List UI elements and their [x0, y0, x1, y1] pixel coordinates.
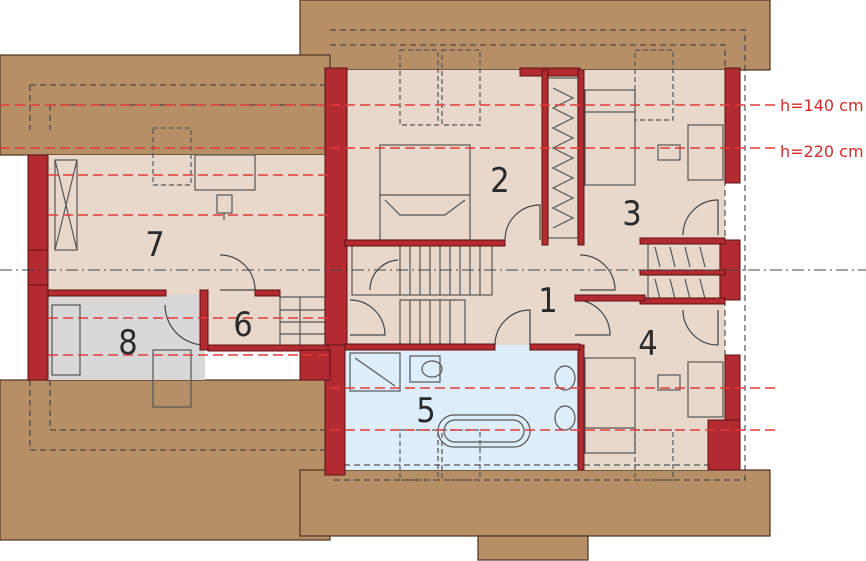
room-7-label: 7: [145, 225, 164, 265]
room-numbers: 1 2 3 4 5 6 7 8: [118, 161, 657, 431]
room-8-label: 8: [118, 323, 137, 363]
room-6-label: 6: [233, 305, 252, 345]
door-swings: [164, 199, 719, 346]
legend-h140: h=140 cm: [780, 96, 864, 115]
room-2-label: 2: [490, 161, 509, 201]
room-3-label: 3: [622, 194, 641, 234]
legend-h220: h=220 cm: [780, 142, 864, 161]
room-5-label: 5: [416, 391, 435, 431]
height-legend: h=140 cm h=220 cm: [780, 96, 864, 161]
room-4-label: 4: [638, 324, 657, 364]
room-1-label: 1: [538, 281, 557, 321]
height-lines: [0, 104, 778, 431]
